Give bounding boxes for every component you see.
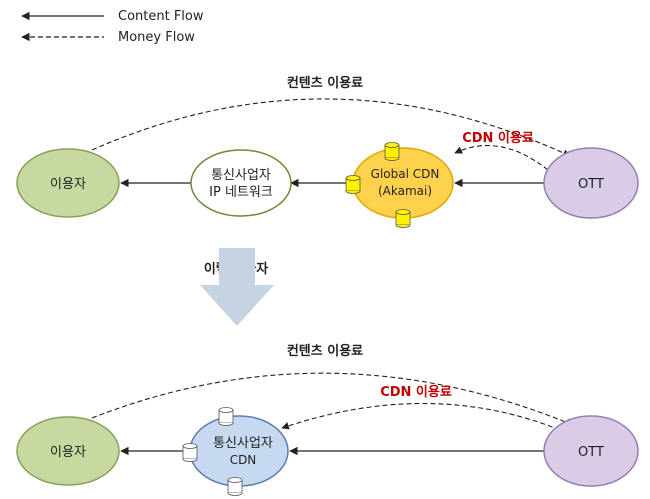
bottom-ott-label: OTT bbox=[578, 445, 604, 460]
bottom-isp-cdn-node bbox=[189, 415, 289, 487]
top-isp-node bbox=[190, 149, 292, 217]
top-content-fee-label: 컨텐츠 이용료 bbox=[287, 75, 363, 91]
transition: 이렇게 하자 bbox=[200, 248, 274, 326]
bottom-isp-label-line1: 통신사업자 bbox=[213, 436, 273, 451]
legend-money-flow-label: Money Flow bbox=[118, 30, 195, 45]
top-user-node bbox=[16, 148, 120, 218]
bottom-cdn-server-icon-3 bbox=[227, 477, 243, 496]
top-ott-label: OTT bbox=[578, 177, 604, 192]
top-global-cdn-node bbox=[352, 147, 454, 219]
bottom-ott-node bbox=[543, 415, 639, 487]
bottom-cdn-server-icon-1 bbox=[218, 407, 234, 426]
top-cdn-server-icon-2 bbox=[345, 175, 361, 194]
bottom-cdn-fee-label: CDN 이용료 bbox=[380, 384, 452, 400]
top-diagram: 컨텐츠 이용료 CDN 이용료 이용자 통신사업자 IP 네트워크 Global… bbox=[16, 75, 639, 228]
bottom-cdn-server-icon-2 bbox=[182, 443, 198, 462]
bottom-user-label: 이용자 bbox=[50, 445, 86, 460]
top-isp-label-line1: 통신사업자 bbox=[211, 168, 271, 183]
top-isp-label-line2: IP 네트워크 bbox=[209, 185, 273, 200]
top-cdn-server-icon-1 bbox=[384, 142, 400, 161]
top-cdn-fee-label: CDN 이용료 bbox=[462, 130, 534, 146]
bottom-user-node bbox=[16, 416, 120, 486]
top-cdn-fee-arrow bbox=[454, 144, 549, 171]
top-ott-node bbox=[543, 147, 639, 219]
top-cdn-label-line1: Global CDN bbox=[371, 167, 440, 181]
top-cdn-label-line2: (Akamai) bbox=[378, 184, 432, 198]
bottom-isp-label-line2: CDN bbox=[230, 453, 257, 467]
top-user-label: 이용자 bbox=[50, 177, 86, 192]
bottom-diagram: 컨텐츠 이용료 CDN 이용료 이용자 통신사업자 CDN bbox=[16, 343, 639, 496]
bottom-content-fee-arrow bbox=[91, 372, 574, 426]
legend: Content Flow Money Flow bbox=[21, 9, 204, 45]
top-content-fee-arrow bbox=[91, 98, 571, 157]
down-arrow-icon bbox=[200, 248, 274, 326]
top-cdn-server-icon-3 bbox=[395, 209, 411, 228]
legend-content-flow-label: Content Flow bbox=[118, 9, 204, 24]
bottom-content-fee-label: 컨텐츠 이용료 bbox=[287, 343, 363, 359]
bottom-cdn-fee-arrow bbox=[281, 402, 561, 431]
